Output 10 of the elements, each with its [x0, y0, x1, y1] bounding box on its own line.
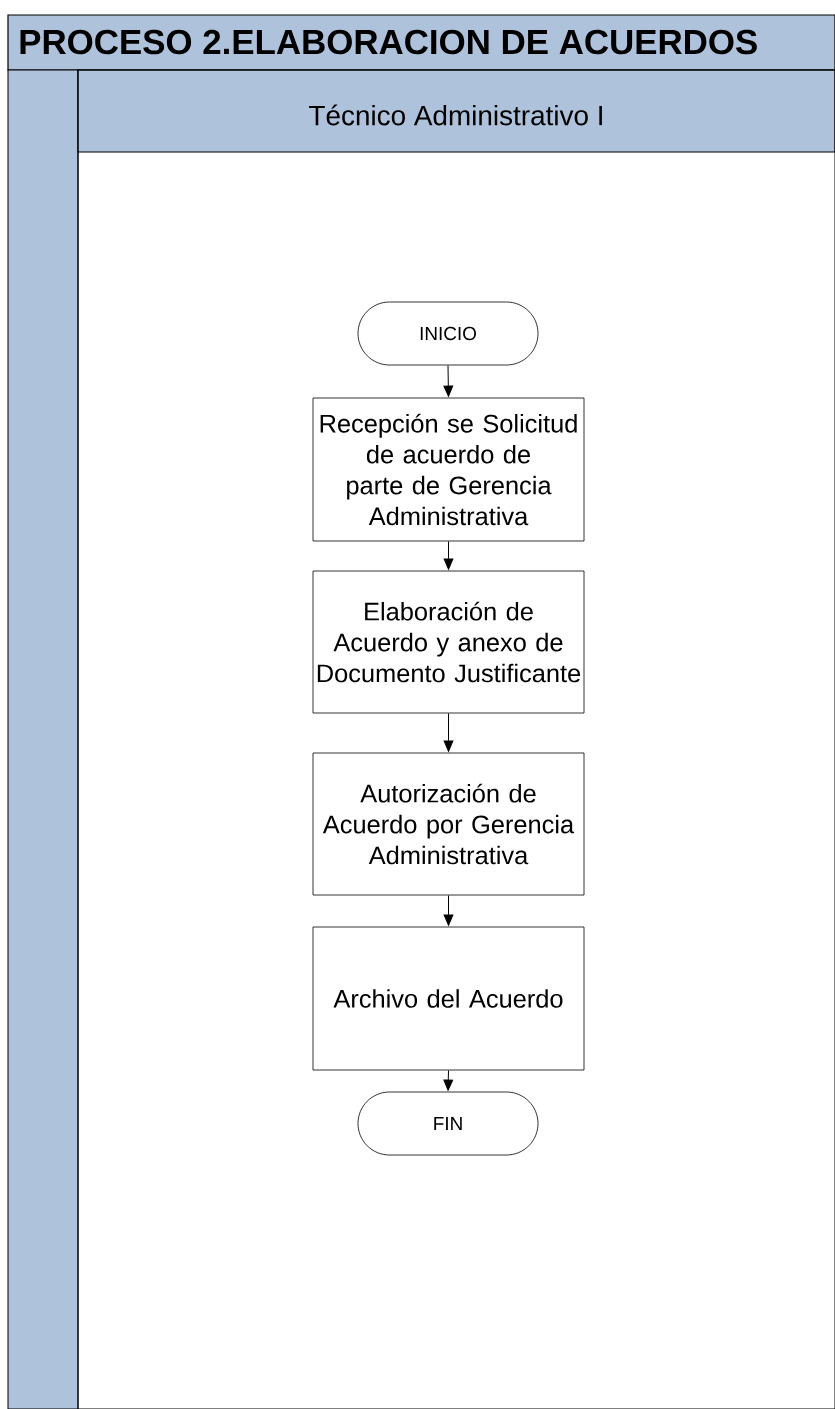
- process-box: Elaboración de Acuerdo y anexo de Documento Justificante: [312, 570, 585, 714]
- process-box: Autorización de Acuerdo por Gerencia Administrativa: [312, 752, 585, 896]
- arrow: [443, 540, 454, 570]
- process-box: Recepción se Solicitud de acuerdo de parte de Gerencia Administrativa: [312, 397, 585, 542]
- arrow: [443, 894, 454, 926]
- arrow: [443, 364, 454, 397]
- title-band: PROCESO 2.ELABORACION DE ACUERDOS: [7, 14, 835, 71]
- process-box: Archivo del Acuerdo: [312, 926, 585, 1071]
- arrow: [443, 712, 454, 752]
- arrow: [443, 1069, 454, 1091]
